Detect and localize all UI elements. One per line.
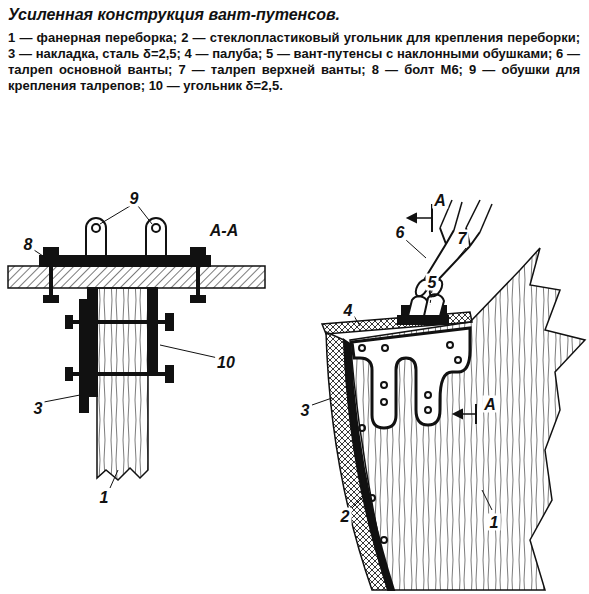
callout-number: 7 [456,230,469,247]
callout-number: 4 [342,302,355,319]
callout-number: 8 [22,236,35,253]
callout-number: 5 [426,274,439,291]
callout-number: 1 [98,489,111,506]
callout-number: 2 [339,508,352,525]
section-label: А-А [208,222,240,239]
caption: 1 — фанерная переборка; 2 — стеклопласти… [8,30,580,94]
callout-number: А [432,192,448,209]
callout-number: 1 [488,514,501,531]
callout-number: А [482,396,498,413]
callout-number: 6 [394,224,407,241]
callout-number: 3 [32,400,45,417]
callout-number: 9 [128,190,141,207]
callout-number: 3 [299,402,312,419]
title: Усиленная конструкция вант-путенсов. [8,6,340,24]
callout-number: 10 [215,354,237,371]
